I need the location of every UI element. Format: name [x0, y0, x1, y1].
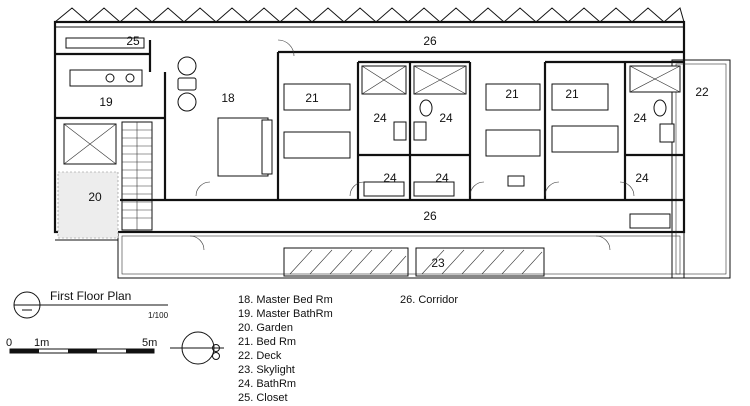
scale-bar: 0 1m 5m — [6, 337, 157, 354]
plan-title-block: First Floor Plan 1/100 — [13, 289, 169, 320]
room-label-bed-c: 21 — [565, 87, 579, 101]
legend-item: 18. Master Bed Rm — [238, 294, 333, 306]
legend-item: 21. Bed Rm — [238, 336, 296, 348]
room-label-bath-b: 24 — [439, 111, 453, 125]
plan-scale: 1/100 — [148, 311, 169, 320]
bedroom-furniture — [283, 83, 619, 187]
legend-item: 23. Skylight — [238, 364, 295, 376]
room-label-closet: 25 — [126, 34, 140, 48]
master-bed-furniture — [177, 56, 273, 177]
room-label-bath-a: 24 — [373, 111, 387, 125]
staircase — [121, 121, 153, 231]
garden-texture — [57, 171, 119, 239]
room-label-garden: 20 — [88, 190, 102, 204]
room-label-corridor-bottom: 26 — [423, 209, 437, 223]
exterior-walls — [53, 20, 731, 279]
room-label-closet-c: 24 — [635, 171, 649, 185]
room-label-bath-c: 24 — [633, 111, 647, 125]
legend-item: 26. Corridor — [400, 294, 458, 306]
room-label-bed-a: 21 — [305, 91, 319, 105]
door-swings — [189, 39, 635, 251]
legend-item: 19. Master BathRm — [238, 308, 333, 320]
scale-bar-five: 5m — [142, 337, 157, 349]
roof-zigzag — [54, 7, 685, 23]
north-arrow-icon — [170, 331, 224, 365]
room-label-deck: 22 — [695, 85, 709, 99]
room-label-master-bed: 18 — [221, 91, 235, 105]
room-label-master-bath: 19 — [99, 95, 113, 109]
scale-bar-zero: 0 — [6, 337, 12, 349]
master-bath-fixtures — [63, 37, 145, 165]
plan-title: First Floor Plan — [50, 289, 131, 303]
legend: 18. Master Bed Rm 19. Master BathRm 20. … — [238, 294, 458, 404]
scale-bar-one: 1m — [34, 337, 49, 349]
room-labels: 26 25 19 18 20 21 24 24 21 21 24 22 24 2… — [88, 34, 709, 270]
room-label-corridor-top: 26 — [423, 34, 437, 48]
room-label-bed-b: 21 — [505, 87, 519, 101]
room-label-closet-b: 24 — [435, 171, 449, 185]
skylight-panels — [283, 247, 545, 277]
legend-item: 20. Garden — [238, 322, 293, 334]
bathroom-fixtures — [361, 65, 681, 143]
legend-item: 25. Closet — [238, 392, 288, 404]
legend-item: 24. BathRm — [238, 378, 296, 390]
interior-walls — [55, 40, 684, 241]
room-label-closet-a: 24 — [383, 171, 397, 185]
legend-item: 22. Deck — [238, 350, 282, 362]
wardrobes — [363, 181, 671, 229]
room-label-skylight: 23 — [431, 256, 445, 270]
